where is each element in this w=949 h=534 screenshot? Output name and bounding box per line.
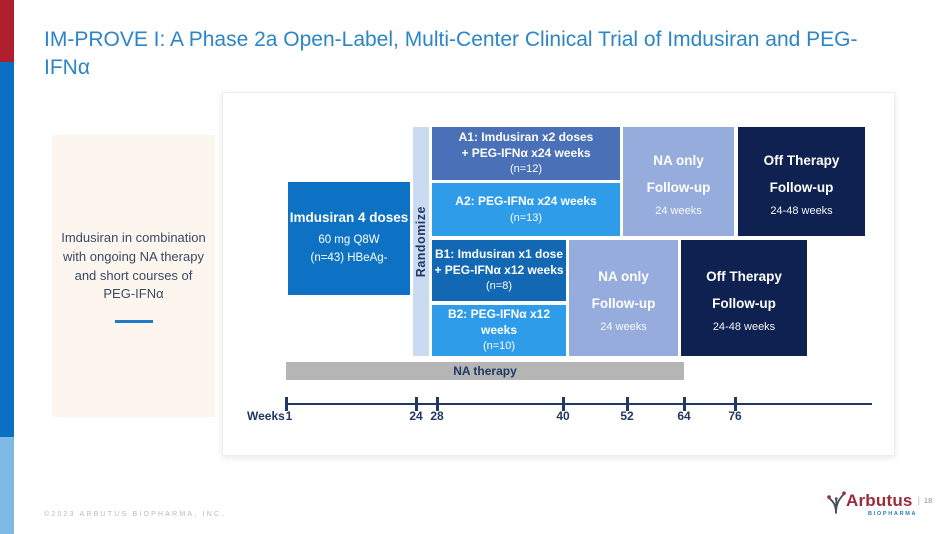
timeline-tick-label: 64 bbox=[677, 409, 691, 423]
off-therapy-followup-box-row-b: Off Therapy Follow-up 24-48 weeks bbox=[681, 240, 807, 356]
off-therapy-followup-box-row-a: Off Therapy Follow-up 24-48 weeks bbox=[738, 127, 865, 236]
arm-a1-n: (n=12) bbox=[509, 163, 543, 176]
na-therapy-label: NA therapy bbox=[453, 364, 517, 378]
na-therapy-bar: NA therapy bbox=[286, 362, 684, 380]
off-followup-line1: Off Therapy bbox=[706, 269, 782, 284]
copyright-text: ©2023 ARBUTUS BIOPHARMA, INC. bbox=[44, 511, 226, 518]
timeline-tick bbox=[436, 397, 439, 411]
na-followup-box-row-a: NA only Follow-up 24 weeks bbox=[623, 127, 734, 236]
timeline-tick bbox=[626, 397, 629, 411]
logo-wordmark: Arbutus bbox=[846, 491, 913, 510]
arm-a2-n: (n=13) bbox=[509, 211, 543, 224]
off-followup-duration: 24-48 weeks bbox=[770, 204, 833, 217]
arm-b1-n: (n=8) bbox=[486, 280, 512, 293]
randomize-label: Randomize bbox=[414, 205, 428, 278]
side-note-panel: Imdusiran in combination with ongoing NA… bbox=[52, 135, 215, 417]
na-followup-line1: NA only bbox=[598, 269, 649, 284]
arm-b1-box: B1: Imdusiran x1 dose + PEG-IFNα x12 wee… bbox=[432, 240, 566, 301]
timeline-tick bbox=[285, 397, 288, 411]
left-accent-red-bar bbox=[0, 0, 14, 62]
side-note-text: Imdusiran in combination with ongoing NA… bbox=[61, 229, 206, 302]
page-number: 18 bbox=[923, 496, 933, 505]
arm-a2-label: A2: PEG-IFNα x24 weeks bbox=[455, 194, 597, 209]
timeline-tick-label: 28 bbox=[430, 409, 444, 423]
arm-a1-box: A1: Imdusiran x2 doses + PEG-IFNα x24 we… bbox=[432, 127, 620, 180]
left-accent-blue-bar bbox=[0, 62, 14, 437]
lead-in-cohort: (n=43) HBeAg- bbox=[310, 251, 388, 264]
arm-b1-label: B1: Imdusiran x1 dose bbox=[434, 247, 564, 262]
off-followup-line2: Follow-up bbox=[712, 296, 776, 311]
timeline-tick-label: 76 bbox=[728, 409, 742, 423]
logo-text-column: Arbutus | 18 BIOPHARMA bbox=[846, 492, 932, 517]
arm-b1-label2: + PEG-IFNα x12 weeks bbox=[434, 262, 564, 277]
off-followup-line2: Follow-up bbox=[769, 179, 834, 195]
na-followup-line2: Follow-up bbox=[646, 179, 711, 195]
logo-subtitle: BIOPHARMA bbox=[868, 511, 918, 517]
slide-title: IM-PROVE I: A Phase 2a Open-Label, Multi… bbox=[44, 28, 858, 79]
na-followup-duration: 24 weeks bbox=[600, 321, 647, 333]
timeline-tick bbox=[683, 397, 686, 411]
timeline-tick bbox=[734, 397, 737, 411]
logo-row: Arbutus | 18 bbox=[846, 492, 932, 509]
left-accent-lightblue-bar bbox=[0, 437, 14, 534]
arm-a1-label: A1: Imdusiran x2 doses bbox=[458, 130, 594, 145]
arm-b2-n: (n=10) bbox=[482, 340, 516, 353]
na-followup-box-row-b: NA only Follow-up 24 weeks bbox=[569, 240, 678, 356]
arm-b2-box: B2: PEG-IFNα x12 weeks (n=10) bbox=[432, 305, 566, 356]
arm-b2-label: B2: PEG-IFNα x12 weeks bbox=[447, 307, 551, 337]
randomize-strip: Randomize bbox=[413, 127, 429, 356]
logo-separator: | bbox=[917, 495, 920, 505]
timeline-tick-label: 1 bbox=[285, 409, 293, 423]
timeline-tick bbox=[562, 397, 565, 411]
na-followup-line2: Follow-up bbox=[591, 296, 656, 311]
lead-in-box: Imdusiran 4 doses 60 mg Q8W (n=43) HBeAg… bbox=[288, 182, 410, 295]
timeline-axis-label: Weeks bbox=[247, 409, 285, 423]
company-logo: Arbutus | 18 BIOPHARMA bbox=[826, 491, 932, 517]
timeline-tick-label: 40 bbox=[556, 409, 570, 423]
side-note-underline bbox=[114, 320, 153, 324]
na-followup-duration: 24 weeks bbox=[655, 204, 702, 217]
timeline-axis bbox=[286, 403, 872, 405]
na-followup-line1: NA only bbox=[653, 152, 704, 168]
arm-a1-label2: + PEG-IFNα x24 weeks bbox=[461, 145, 591, 160]
lead-in-title: Imdusiran 4 doses bbox=[289, 210, 409, 226]
arm-a2-box: A2: PEG-IFNα x24 weeks (n=13) bbox=[432, 183, 620, 236]
timeline-tick-label: 52 bbox=[620, 409, 634, 423]
off-followup-line1: Off Therapy bbox=[763, 152, 840, 168]
timeline-tick-label: 24 bbox=[409, 409, 423, 423]
arbutus-tree-icon bbox=[827, 491, 846, 514]
off-followup-duration: 24-48 weeks bbox=[712, 321, 776, 333]
timeline-tick bbox=[415, 397, 418, 411]
lead-in-dose: 60 mg Q8W bbox=[318, 234, 380, 247]
